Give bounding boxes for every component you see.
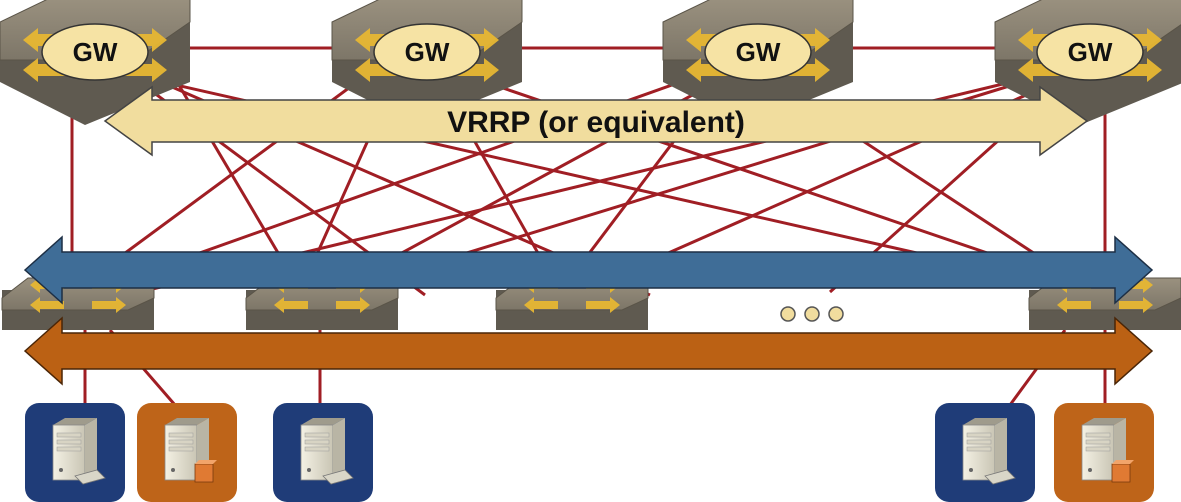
gw-label-oval — [41, 23, 149, 81]
gw-label-oval — [704, 23, 812, 81]
vrrp-label: VRRP (or equivalent) — [447, 106, 745, 139]
gw-label: GW — [405, 37, 450, 67]
gw-label: GW — [736, 37, 781, 67]
server-icon — [1054, 403, 1154, 502]
server-icon — [25, 403, 125, 502]
gw-label: GW — [73, 37, 118, 67]
gw-label-oval — [1036, 23, 1144, 81]
gw-label-oval — [373, 23, 481, 81]
ellipsis-icon — [780, 306, 844, 322]
gateway-switch: GW — [331, 0, 523, 125]
gateway-switch: GW — [0, 0, 191, 125]
gw-label: GW — [1068, 37, 1113, 67]
vrrp-arrow: VRRP (or equivalent) — [103, 85, 1089, 157]
blue-vlan-arrow — [23, 235, 1154, 305]
orange-vlan-arrow — [23, 316, 1154, 386]
server-icon — [273, 403, 373, 502]
server-icon — [137, 403, 237, 502]
server-icon — [935, 403, 1035, 502]
